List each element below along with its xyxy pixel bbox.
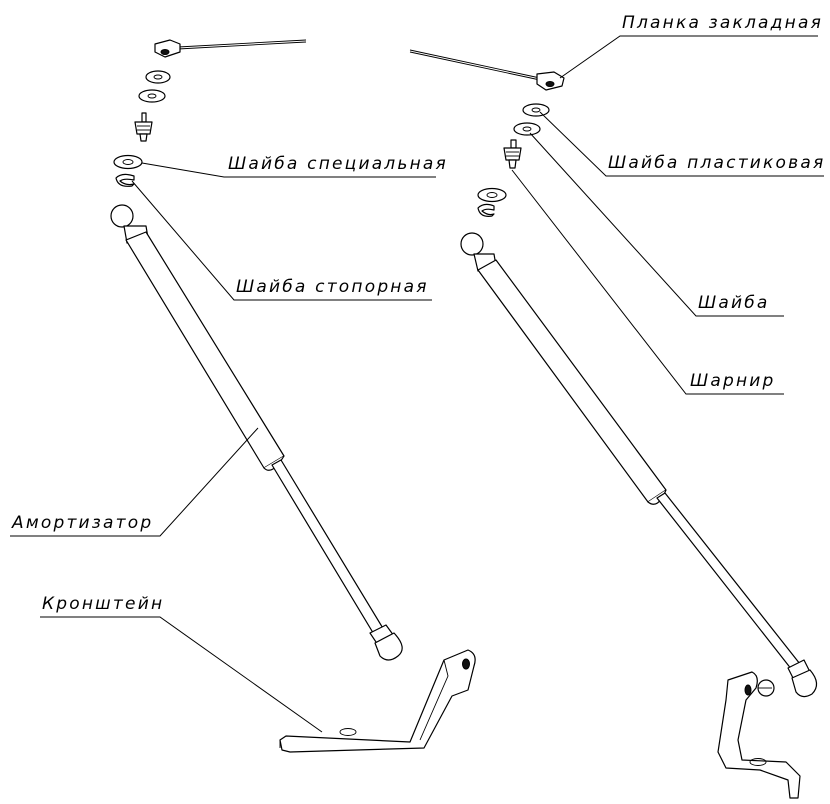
left-washer-plastic	[145, 70, 171, 84]
label-washer-plastic: Шайба пластиковая	[608, 153, 826, 173]
left-washer-lock	[115, 173, 135, 187]
left-gas-spring	[110, 204, 403, 661]
label-embedded-plate: Планка закладная	[622, 13, 823, 33]
label-washer-lock: Шайба стопорная	[236, 277, 429, 297]
right-washer	[513, 122, 541, 136]
right-embedded-plate	[409, 49, 565, 91]
right-bracket	[717, 671, 801, 799]
left-embedded-plate	[154, 39, 307, 58]
right-washer-plastic	[522, 103, 550, 117]
left-assembly	[110, 39, 476, 753]
label-washer-special: Шайба специальная	[228, 154, 448, 174]
label-ball-joint: Шарнир	[690, 371, 776, 391]
left-washer	[138, 89, 166, 103]
left-washer-special	[113, 154, 143, 170]
left-ball-joint	[134, 112, 153, 142]
label-gas-spring: Амортизатор	[12, 513, 154, 533]
label-washer: Шайба	[698, 293, 770, 313]
right-gas-spring	[460, 232, 818, 698]
right-ball-joint	[503, 139, 522, 169]
label-bracket: Кронштейн	[42, 594, 165, 614]
left-bracket	[279, 649, 476, 753]
right-assembly	[409, 49, 818, 799]
leader-lines	[10, 35, 824, 733]
right-washer-lock	[477, 203, 495, 217]
right-washer-special	[477, 187, 507, 203]
